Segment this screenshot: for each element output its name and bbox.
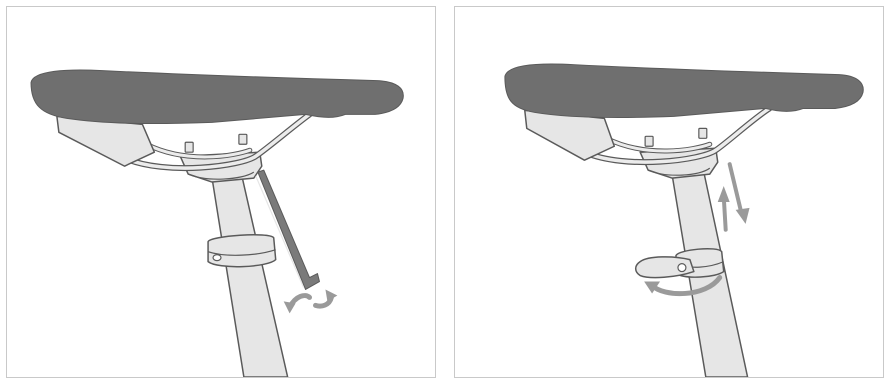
clamp-bolt: [645, 136, 653, 146]
panel-quick-release-adjustment: [454, 6, 884, 378]
saddle-underside: [525, 110, 615, 160]
saddle: [31, 70, 403, 124]
clamp-bolt: [239, 134, 247, 144]
clamp-bolt: [185, 142, 193, 152]
rotate-arrows-icon: [290, 296, 332, 308]
seat-clamp-collar: [208, 235, 276, 267]
slide-up-down-arrows-icon: [718, 164, 750, 230]
saddle: [505, 64, 863, 118]
panel-hex-key-adjustment: [6, 6, 436, 378]
hex-key-tool: [258, 170, 320, 289]
clamp-bolt: [699, 128, 707, 138]
quick-release-illustration: [455, 7, 883, 377]
hex-key-illustration: [7, 7, 435, 377]
saddle-underside: [57, 116, 154, 166]
